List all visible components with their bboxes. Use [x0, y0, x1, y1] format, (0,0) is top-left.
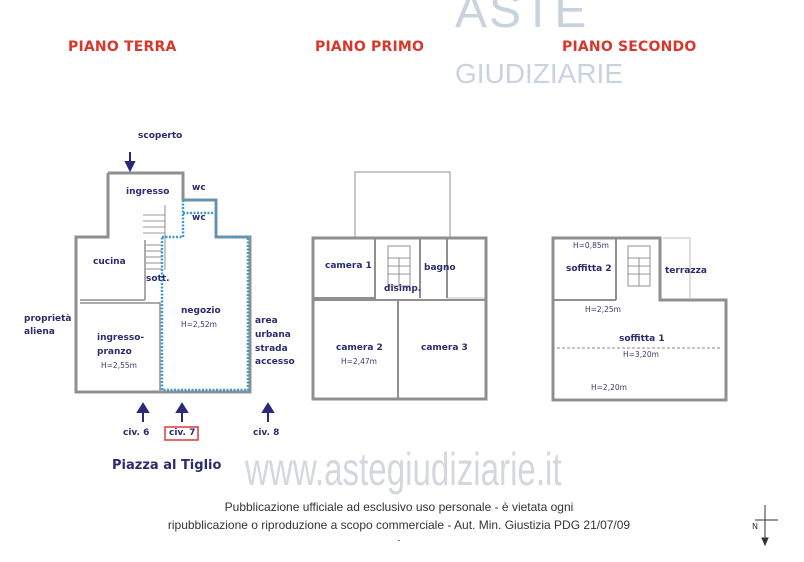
room-cucina: cucina — [93, 257, 126, 267]
ground-floor-stairs — [143, 205, 166, 270]
height-negozio: H=2,52m — [181, 320, 217, 329]
room-wc-2: wc — [192, 213, 206, 223]
first-floor-title: PIANO PRIMO — [315, 39, 425, 55]
unit-outline — [160, 198, 250, 392]
label-area-1: area — [255, 316, 278, 326]
compass-label: N — [752, 522, 758, 531]
room-bagno: bagno — [424, 263, 456, 273]
room-terrazza: terrazza — [665, 266, 707, 276]
room-ingresso-pranzo-2: pranzo — [97, 347, 132, 357]
footer-line-2: ripubblicazione o riproduzione a scopo c… — [167, 518, 631, 532]
entrance-civ-8: civ. 8 — [253, 428, 280, 438]
first-floor-walls — [311, 171, 488, 401]
room-disimp: disimp. — [384, 284, 422, 294]
compass-icon — [755, 505, 778, 547]
room-wc-1: wc — [192, 183, 206, 193]
second-floor-walls — [551, 236, 728, 402]
height-320: H=3,20m — [623, 350, 659, 359]
label-area-4: accesso — [255, 357, 295, 367]
room-camera-1: camera 1 — [325, 261, 372, 271]
label-proprieta-1: proprietà — [24, 314, 72, 324]
height-camera-2: H=2,47m — [341, 357, 377, 366]
civ-7-highlight — [164, 426, 199, 441]
room-soffitta-2: soffitta 2 — [566, 264, 612, 274]
entrance-civ-7: civ. 7 — [169, 428, 196, 438]
room-camera-2: camera 2 — [336, 343, 383, 353]
footer-dash: - — [397, 535, 401, 545]
entrance-arrows — [124, 152, 275, 422]
height-ingresso-pranzo: H=2,55m — [101, 361, 137, 370]
watermark-brand-top: ASTE — [455, 0, 589, 38]
room-sott: sott. — [146, 274, 170, 284]
height-220: H=2,20m — [591, 383, 627, 392]
room-negozio: negozio — [181, 306, 221, 316]
second-floor-title: PIANO SECONDO — [562, 39, 697, 55]
label-proprieta-2: aliena — [24, 327, 55, 337]
room-ingresso: ingresso — [126, 187, 170, 197]
room-ingresso-pranzo-1: ingresso- — [97, 333, 145, 343]
room-soffitta-1: soffitta 1 — [619, 334, 665, 344]
height-225: H=2,25m — [585, 305, 621, 314]
entrance-civ-6: civ. 6 — [123, 428, 150, 438]
watermark-url: www.astegiudiziarie.it — [245, 443, 562, 495]
label-area-3: strada — [255, 344, 288, 354]
label-piazza: Piazza al Tiglio — [112, 458, 222, 473]
watermark-brand-bottom: GIUDIZIARIE — [455, 58, 624, 89]
ground-floor-title: PIANO TERRA — [68, 39, 177, 55]
label-area-2: urbana — [255, 330, 291, 340]
footer-line-1: Pubblicazione ufficiale ad esclusivo uso… — [224, 500, 574, 514]
room-camera-3: camera 3 — [421, 343, 468, 353]
label-scoperto: scoperto — [138, 131, 183, 141]
height-085: H=0,85m — [573, 241, 609, 250]
